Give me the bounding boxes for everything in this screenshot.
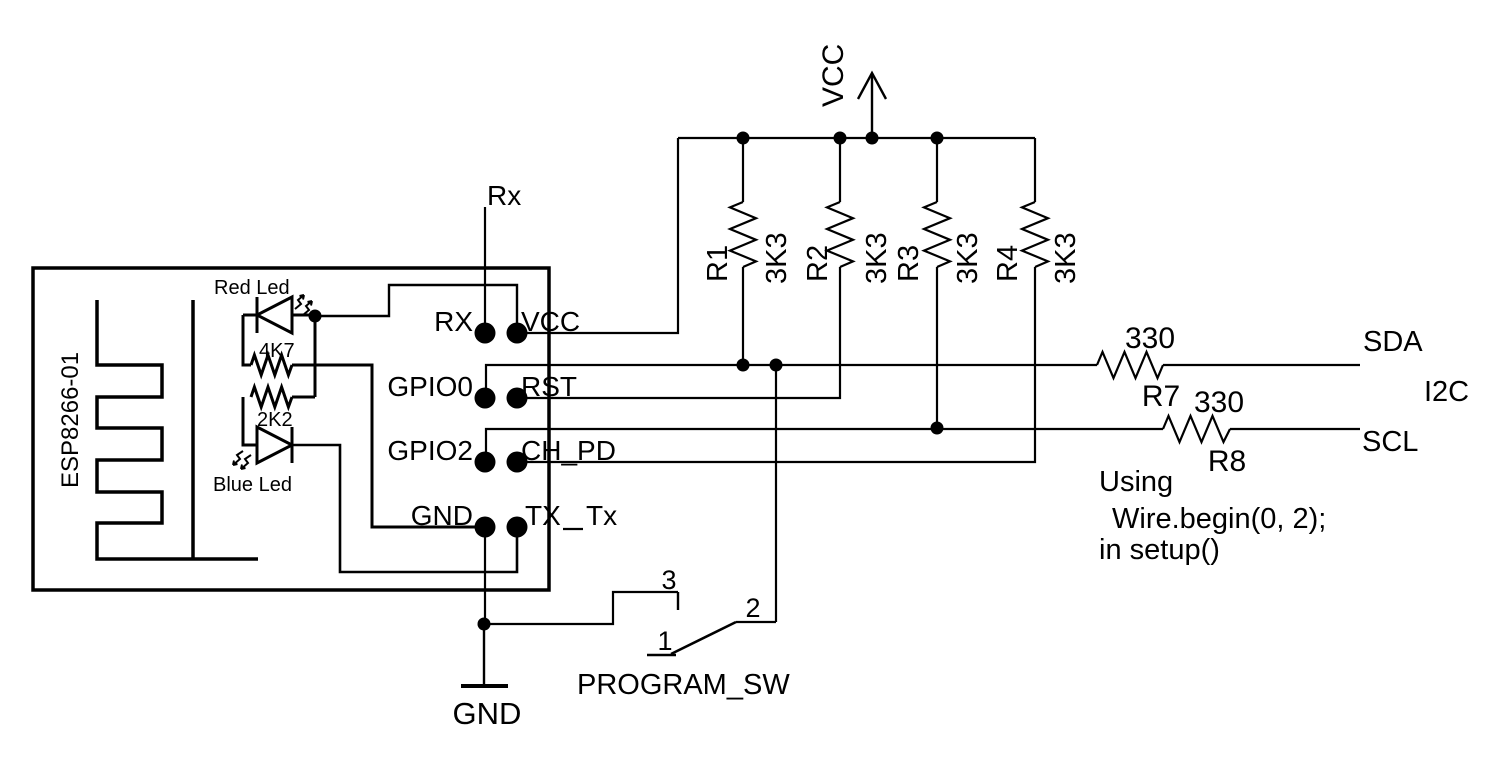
- net-label-sda: SDA: [1363, 326, 1423, 358]
- program-switch: 3 1 2 PROGRAM_SW: [484, 365, 790, 701]
- net-label-scl: SCL: [1362, 426, 1418, 458]
- resistor-r2-symbol: [824, 200, 856, 269]
- pin-label-rx: RX: [434, 306, 473, 337]
- r1-value: 3K3: [761, 232, 793, 284]
- switch-pin3-label: 3: [661, 565, 676, 595]
- ground: GND: [453, 527, 522, 731]
- note-line-2: Wire.begin(0, 2);: [1112, 503, 1326, 535]
- pin-label-gpio2: GPIO2: [387, 435, 473, 466]
- resistor-2k2-symbol: [249, 382, 294, 412]
- r3-value: 3K3: [952, 232, 984, 284]
- pullup-resistors: R1 3K3 R2 3K3 R3 3K3 R4 3K3: [517, 138, 1082, 464]
- antenna-icon: [95, 300, 258, 561]
- junction-dot: [865, 131, 879, 145]
- r7-ref: R7: [1142, 380, 1180, 413]
- blue-led-label: Blue Led: [213, 474, 292, 496]
- sda-net: 330 R7 SDA: [484, 322, 1423, 413]
- blue-led-tx-wire: [292, 443, 519, 574]
- pad-tx: [506, 516, 528, 538]
- pin-label-vcc: VCC: [521, 306, 580, 337]
- blue-led-emission-icon: [232, 450, 244, 466]
- red-led-gnd-wire: [292, 363, 485, 529]
- blue-led-emission-icon: [240, 454, 252, 470]
- switch-pin1-label: 1: [657, 626, 672, 656]
- resistor-r2: R2 3K3: [517, 138, 893, 400]
- r7-value: 330: [1125, 322, 1175, 355]
- switch-pin3-wire: [484, 590, 678, 626]
- pin-label-gpio0: GPIO0: [387, 371, 473, 402]
- note-line-3: in setup(): [1099, 534, 1220, 566]
- vcc-rail: VCC: [517, 44, 1035, 335]
- r2-value: 3K3: [861, 232, 893, 284]
- switch-name-label: PROGRAM_SW: [577, 669, 790, 701]
- r8-value: 330: [1194, 386, 1244, 419]
- junction-dots: [308, 131, 944, 631]
- module-name: ESP8266-01: [57, 352, 84, 488]
- vcc-arrow-icon: [856, 70, 888, 100]
- pin-label-rst: RST: [521, 371, 577, 402]
- r4-ref: R4: [992, 245, 1024, 282]
- net-label-rx: Rx: [487, 180, 521, 211]
- resistor-r4-symbol: [1019, 200, 1051, 269]
- r2-ref: R2: [802, 245, 834, 282]
- gpio0-wire: [484, 363, 1097, 398]
- rx-net: Rx: [483, 180, 521, 333]
- resistor-r4: R4 3K3: [517, 138, 1082, 464]
- blue-led-symbol: [255, 424, 296, 466]
- junction-dot: [833, 131, 847, 145]
- r6-wire-left: [241, 397, 257, 447]
- red-led-vcc-wire: [315, 283, 519, 333]
- r2-rst-wire: [517, 267, 842, 400]
- r8-ref: R8: [1208, 445, 1246, 478]
- resistor-2k2-value: 2K2: [257, 409, 293, 431]
- pin-label-tx: TX: [525, 500, 561, 531]
- red-led-label: Red Led: [214, 277, 290, 299]
- resistor-r1: R1 3K3: [702, 138, 793, 365]
- resistor-r3-symbol: [921, 200, 953, 269]
- blue-led-circuit: 2K2 Blue Led: [213, 382, 519, 574]
- code-note: Using Wire.begin(0, 2); in setup(): [1099, 466, 1326, 566]
- junction-dot: [477, 617, 491, 631]
- junction-dot: [736, 131, 750, 145]
- r5-wire-left: [241, 315, 251, 367]
- resistor-r1-symbol: [727, 200, 759, 269]
- resistor-4k7-value: 4K7: [259, 340, 295, 362]
- net-label-i2c: I2C: [1424, 376, 1469, 408]
- pin-label-ch-pd: CH_PD: [521, 435, 616, 466]
- note-line-1: Using: [1099, 466, 1173, 498]
- red-led-symbol: [253, 294, 294, 336]
- r4-value: 3K3: [1050, 232, 1082, 284]
- switch-lever: [670, 620, 737, 656]
- resistor-r8-symbol: [1161, 413, 1231, 445]
- junction-dot: [930, 131, 944, 145]
- resistor-r7-symbol: [1095, 349, 1165, 381]
- junction-dot: [930, 421, 944, 435]
- junction-dot: [769, 358, 783, 372]
- net-label-tx: Tx: [586, 500, 617, 531]
- r1-ref: R1: [702, 245, 734, 282]
- red-led-emission-icon: [294, 294, 305, 310]
- switch-pin2-label: 2: [745, 593, 760, 623]
- gnd-label: GND: [453, 696, 522, 731]
- pin-labels: RX VCC GPIO0 RST GPIO2 CH_PD GND TX Tx: [387, 306, 617, 531]
- red-led-emission-icon: [302, 300, 313, 316]
- resistor-r3: R3 3K3: [893, 138, 984, 428]
- r4-chpd-wire: [517, 267, 1037, 464]
- junction-dot: [736, 358, 750, 372]
- pin-label-gnd: GND: [411, 500, 473, 531]
- junction-dot: [308, 309, 322, 323]
- vcc-pad-wire: [517, 138, 680, 335]
- resistor-4k7-symbol: [249, 350, 294, 380]
- net-label-vcc: VCC: [817, 44, 850, 107]
- r3-ref: R3: [893, 245, 925, 282]
